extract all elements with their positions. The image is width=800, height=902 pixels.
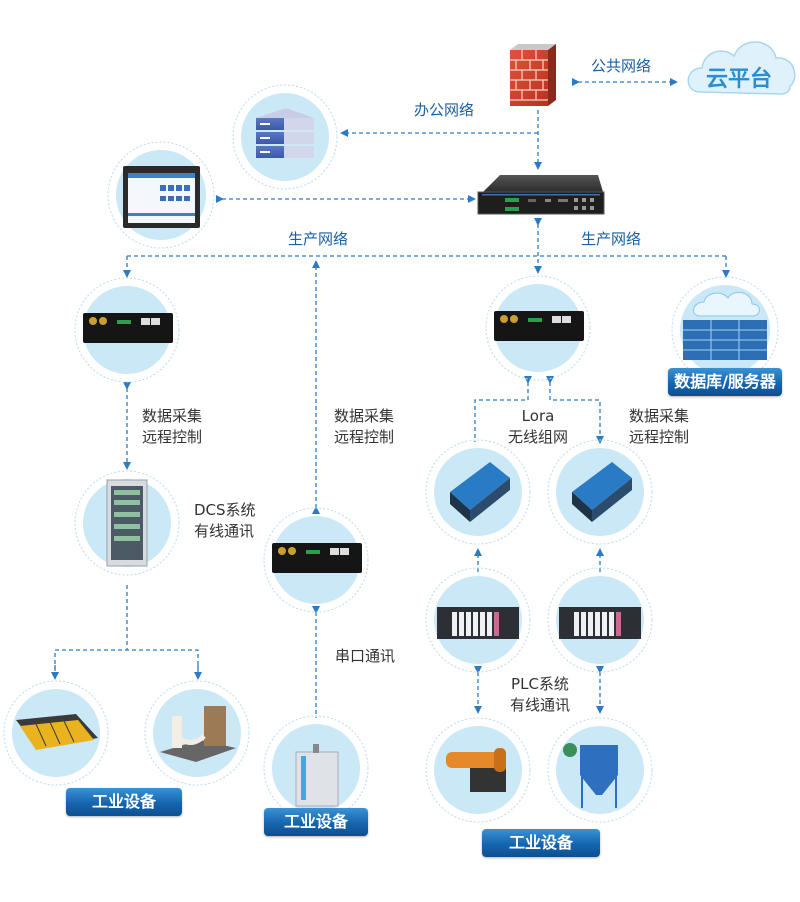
cloud-platform-icon [687, 41, 796, 95]
plc-rack-icon-right [547, 567, 653, 673]
firewall-icon [510, 44, 556, 106]
router-icon-right [485, 275, 591, 381]
link-lora-left [474, 376, 532, 442]
server-stack-icon [232, 84, 338, 190]
data-collect-label-right: 数据采集 远程控制 [629, 407, 690, 446]
lora-module-icon-right [547, 439, 653, 545]
router-icon-mid [263, 507, 369, 613]
production-network-label-right: 生产网络 [581, 230, 642, 248]
industrial-equipment-badge-right: 工业设备 [482, 829, 600, 857]
industrial-equipment-icon-1 [3, 680, 109, 786]
public-network-label: 公共网络 [591, 57, 652, 75]
cloud-platform-label: 云平台 [706, 67, 773, 92]
industrial-equipment-icon-2 [144, 680, 250, 786]
industrial-equipment-icon-3 [263, 715, 369, 821]
data-collect-label-mid: 数据采集 远程控制 [334, 407, 395, 446]
serial-comm-label: 串口通讯 [335, 647, 396, 665]
plc-rack-icon-left [425, 567, 531, 673]
industrial-equipment-badge-left: 工业设备 [66, 788, 182, 816]
production-network-label-left: 生产网络 [288, 230, 349, 248]
industrial-equipment-icon-5 [547, 717, 653, 823]
link-dcs-split [54, 649, 199, 678]
dcs-label: DCS系统 有线通讯 [194, 501, 256, 540]
dcs-cabinet-icon [74, 470, 180, 576]
industrial-equipment-badge-mid: 工业设备 [264, 808, 368, 836]
plc-label: PLC系统 有线通讯 [509, 675, 570, 714]
industrial-equipment-icon-4 [425, 717, 531, 823]
office-network-label: 办公网络 [414, 101, 475, 119]
database-server-badge: 数据库/服务器 [668, 368, 782, 396]
data-collect-label-left: 数据采集 远程控制 [142, 407, 203, 446]
database-server-icon [671, 276, 779, 384]
lora-label: Lora 无线组网 [507, 407, 568, 446]
hmi-touchscreen-icon [107, 141, 215, 249]
lora-module-icon-left [425, 439, 531, 545]
link-lora-right [546, 376, 604, 444]
gateway-rack-icon [477, 175, 605, 215]
router-icon-left [74, 277, 180, 383]
